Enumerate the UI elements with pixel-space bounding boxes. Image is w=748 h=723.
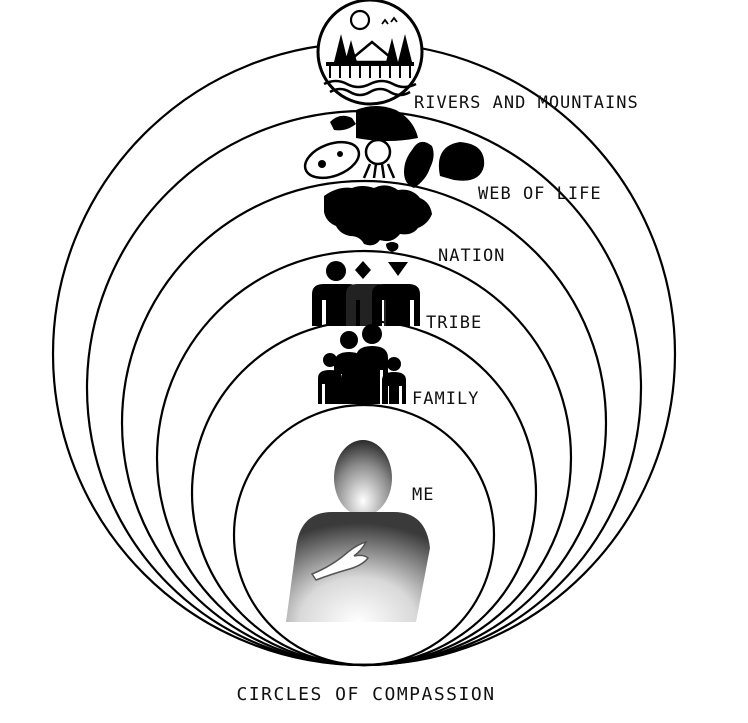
ring-me [232,403,496,667]
animals-icon [303,106,485,188]
ring-label-tribe: TRIBE [426,313,482,333]
landscape-emblem-icon [316,0,424,106]
ring-label-rivers-and-mountains: RIVERS AND MOUNTAINS [414,93,639,113]
family-icon [318,324,406,404]
person-pointing-to-self-icon [286,440,430,622]
group-of-people-icon [312,261,420,326]
ring-label-family: FAMILY [412,389,479,409]
country-map-icon [324,185,432,252]
ring-label-me: ME [412,485,434,505]
ring-label-web-of-life: WEB OF LIFE [478,184,602,204]
ring-label-nation: NATION [438,246,505,266]
diagram-title: CIRCLES OF COMPASSION [236,684,495,705]
